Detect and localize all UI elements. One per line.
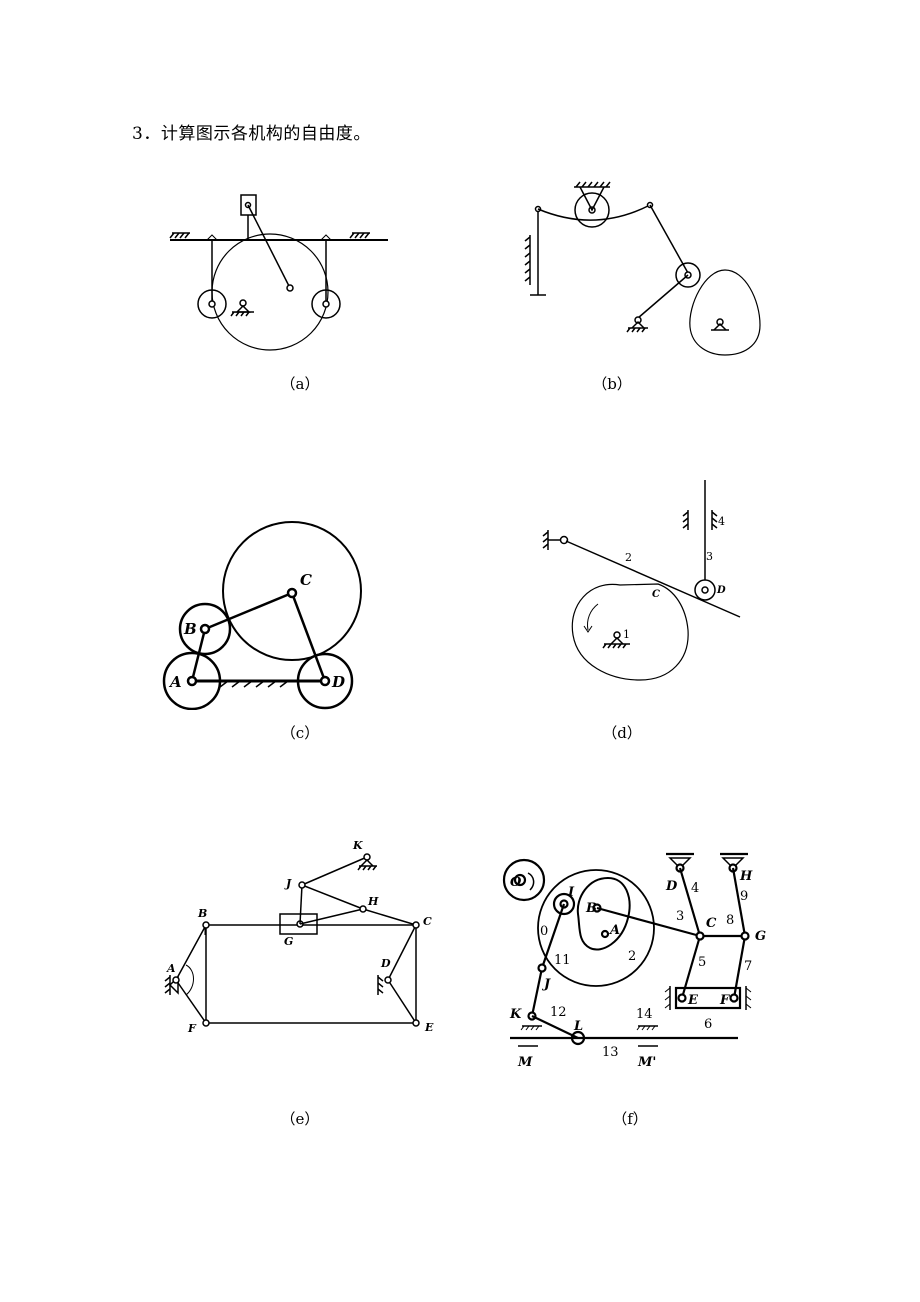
label-f-12: 12 — [550, 1005, 567, 1020]
label-f-K: K — [509, 1007, 522, 1022]
label-f-5: 5 — [698, 955, 706, 970]
label-c-D: D — [331, 673, 345, 691]
caption-d: （d） — [602, 724, 642, 742]
caption-b: （b） — [592, 375, 632, 393]
figure-e: A B C D E F G H J K — [164, 839, 434, 1035]
label-d-1: 1 — [623, 628, 630, 641]
label-f-8: 8 — [726, 913, 734, 928]
label-d-2: 2 — [625, 551, 632, 564]
label-e-K: K — [352, 839, 363, 852]
label-f-C: C — [706, 916, 717, 931]
label-c-B: B — [183, 620, 197, 638]
label-f-I: I — [567, 885, 575, 900]
caption-c: （c） — [280, 724, 320, 742]
caption-a: （a） — [280, 375, 320, 393]
label-f-9: 9 — [740, 889, 748, 904]
label-e-B: B — [197, 907, 207, 920]
label-f-11: 11 — [554, 953, 571, 968]
label-f-4: 4 — [691, 881, 699, 896]
label-f-0: 0 — [540, 924, 548, 939]
figure-d: 2 3 4 1 C D — [542, 480, 741, 681]
label-d-C: C — [652, 589, 660, 600]
label-f-H: H — [739, 869, 753, 884]
label-f-6: 6 — [704, 1017, 712, 1032]
figure-c: C B A D — [162, 521, 362, 710]
question-title: 3．计算图示各机构的自由度。 — [132, 124, 371, 144]
label-d-D: D — [716, 585, 726, 596]
label-f-G: G — [755, 929, 766, 944]
label-f-14: 14 — [636, 1007, 653, 1022]
label-e-E: E — [424, 1021, 434, 1034]
figure-a — [169, 194, 388, 351]
label-f-B: B — [585, 901, 597, 916]
label-f-3: 3 — [676, 909, 684, 924]
label-e-G: G — [284, 935, 293, 948]
label-f-L: L — [573, 1019, 583, 1034]
caption-f: （f） — [612, 1110, 648, 1128]
label-e-D: D — [380, 957, 391, 970]
label-f-M2: M' — [637, 1055, 656, 1070]
label-d-4: 4 — [718, 515, 725, 528]
label-f-J: J — [541, 977, 551, 992]
label-f-E: E — [687, 993, 699, 1008]
figure-f: O I B A 0 2 11 J K 12 L 13 M M' 14 D 4 H… — [502, 852, 766, 1070]
label-e-H: H — [367, 895, 379, 908]
label-f-M: M — [517, 1055, 533, 1070]
caption-e: （e） — [280, 1110, 320, 1128]
label-d-3: 3 — [706, 550, 713, 563]
label-c-C: C — [300, 571, 312, 589]
figure-b — [524, 181, 761, 356]
label-f-A: A — [608, 923, 620, 938]
label-f-D: D — [665, 879, 678, 894]
label-f-2: 2 — [628, 949, 636, 964]
label-f-7: 7 — [744, 959, 752, 974]
label-e-A: A — [166, 962, 176, 975]
label-f-F: F — [719, 993, 730, 1008]
label-f-13: 13 — [602, 1045, 619, 1060]
label-e-C: C — [423, 915, 432, 928]
label-c-A: A — [168, 673, 182, 691]
label-f-O: O — [510, 875, 522, 890]
label-e-F: F — [187, 1022, 197, 1035]
label-e-J: J — [284, 877, 292, 890]
